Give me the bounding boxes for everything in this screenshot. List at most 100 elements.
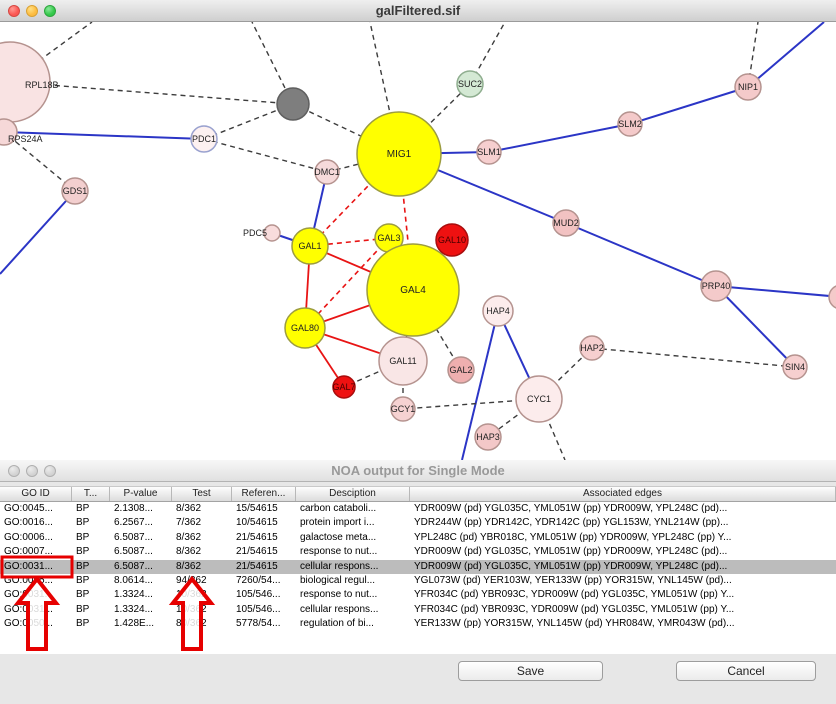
close-button[interactable]: [8, 465, 20, 477]
node-label: RPS24A: [8, 134, 43, 144]
network-node-gal80[interactable]: [284, 307, 326, 349]
minimize-button[interactable]: [26, 5, 38, 17]
cell: GO:0016...: [4, 517, 53, 529]
cancel-button[interactable]: Cancel: [676, 661, 816, 681]
network-edge-pp[interactable]: [715, 285, 836, 298]
network-node-mud2[interactable]: [552, 209, 580, 237]
network-edge-pd[interactable]: [251, 22, 294, 105]
column-header-associated-edges[interactable]: Associated edges: [410, 487, 836, 501]
network-node-unlabeled[interactable]: [276, 87, 310, 121]
network-node-gal11[interactable]: [378, 336, 428, 386]
network-node-dmc1[interactable]: [314, 159, 340, 185]
cell: YGL073W (pd) YER103W, YER133W (pp) YOR31…: [414, 574, 732, 586]
network-edge-pd[interactable]: [203, 103, 294, 140]
cell: cellular respons...: [300, 560, 379, 572]
network-edge-pd[interactable]: [3, 131, 76, 192]
network-edge-pd[interactable]: [9, 22, 93, 83]
network-node-suc2[interactable]: [456, 70, 484, 98]
network-node-cyc1[interactable]: [515, 375, 563, 423]
network-node-mig1[interactable]: [356, 111, 442, 197]
network-edge-pp[interactable]: [3, 131, 205, 140]
network-node-slm2[interactable]: [617, 111, 643, 137]
column-header-go-id[interactable]: GO ID: [0, 487, 72, 501]
zoom-button[interactable]: [44, 5, 56, 17]
cell: GO:0031...: [4, 603, 53, 615]
node-label: GAL11: [389, 356, 416, 366]
network-node-sin4[interactable]: [782, 354, 808, 380]
network-edge-pp[interactable]: [747, 22, 825, 88]
network-node-gal7[interactable]: [332, 375, 356, 399]
network-edge-pp[interactable]: [715, 285, 796, 368]
network-node-pdc5[interactable]: [263, 224, 281, 242]
cell: cellular respons...: [300, 603, 379, 615]
column-header-t[interactable]: T...: [72, 487, 110, 501]
network-edge-pd[interactable]: [398, 83, 471, 155]
cell: 21/54615: [236, 546, 278, 558]
network-edge-pp[interactable]: [565, 222, 717, 287]
network-edge-pp[interactable]: [0, 190, 76, 275]
network-node-gcy1[interactable]: [390, 396, 416, 422]
network-node-slm1[interactable]: [476, 139, 502, 165]
network-edge-pd[interactable]: [203, 138, 328, 173]
cell: 6.2567...: [114, 517, 153, 529]
network-edge-pd[interactable]: [292, 103, 400, 155]
network-node-hap4[interactable]: [482, 295, 514, 327]
network-node-unlabeled[interactable]: [828, 285, 836, 309]
network-edge-pd[interactable]: [591, 347, 796, 368]
node-label: GAL3: [377, 233, 400, 243]
node-label: GAL80: [291, 323, 319, 333]
node-label: GCY1: [391, 404, 416, 414]
network-node-hap2[interactable]: [579, 335, 605, 361]
cell: BP: [76, 589, 90, 601]
network-node-gds1[interactable]: [61, 177, 89, 205]
network-node-gal1[interactable]: [291, 227, 329, 265]
column-header-test[interactable]: Test: [172, 487, 232, 501]
network-node-hap3[interactable]: [474, 423, 502, 451]
column-header-referen[interactable]: Referen...: [232, 487, 296, 501]
window-controls: [8, 5, 56, 17]
network-node-prp40[interactable]: [700, 270, 732, 302]
network-node-nip1[interactable]: [734, 73, 762, 101]
column-header-p-value[interactable]: P-value: [110, 487, 172, 501]
network-node-rps24a[interactable]: [0, 118, 18, 146]
network-edge-pp[interactable]: [629, 86, 749, 125]
node-label: HAP3: [476, 432, 500, 442]
network-edge-pp[interactable]: [461, 310, 499, 460]
node-label: HAP2: [580, 343, 604, 353]
cell: protein import i...: [300, 517, 375, 529]
zoom-button[interactable]: [44, 465, 56, 477]
noa-window-titlebar[interactable]: NOA output for Single Mode: [0, 460, 836, 482]
save-button[interactable]: Save: [458, 661, 603, 681]
network-edge-pp[interactable]: [488, 123, 631, 153]
minimize-button[interactable]: [26, 465, 38, 477]
network-node-gal4[interactable]: [366, 243, 460, 337]
network-node-gal10[interactable]: [435, 223, 469, 257]
cell: BP: [76, 574, 90, 586]
cell: YER133W (pp) YOR315W, YNL145W (pd) YHR08…: [414, 618, 735, 630]
cell: galactose meta...: [300, 531, 377, 543]
network-node-gal2[interactable]: [447, 356, 475, 384]
network-window-titlebar[interactable]: galFiltered.sif: [0, 0, 836, 22]
cell: GO:0031...: [4, 589, 53, 601]
cell: GO:0050...: [4, 618, 53, 630]
cell: YFR034C (pd) YBR093C, YDR009W (pd) YGL03…: [414, 589, 735, 601]
node-label: SLM1: [477, 147, 501, 157]
node-label: SLM2: [618, 119, 642, 129]
column-header-desciption[interactable]: Desciption: [296, 487, 410, 501]
close-button[interactable]: [8, 5, 20, 17]
cell: GO:0045...: [4, 503, 53, 514]
network-edge-pd[interactable]: [9, 81, 294, 105]
network-node-pdc1[interactable]: [190, 125, 218, 153]
